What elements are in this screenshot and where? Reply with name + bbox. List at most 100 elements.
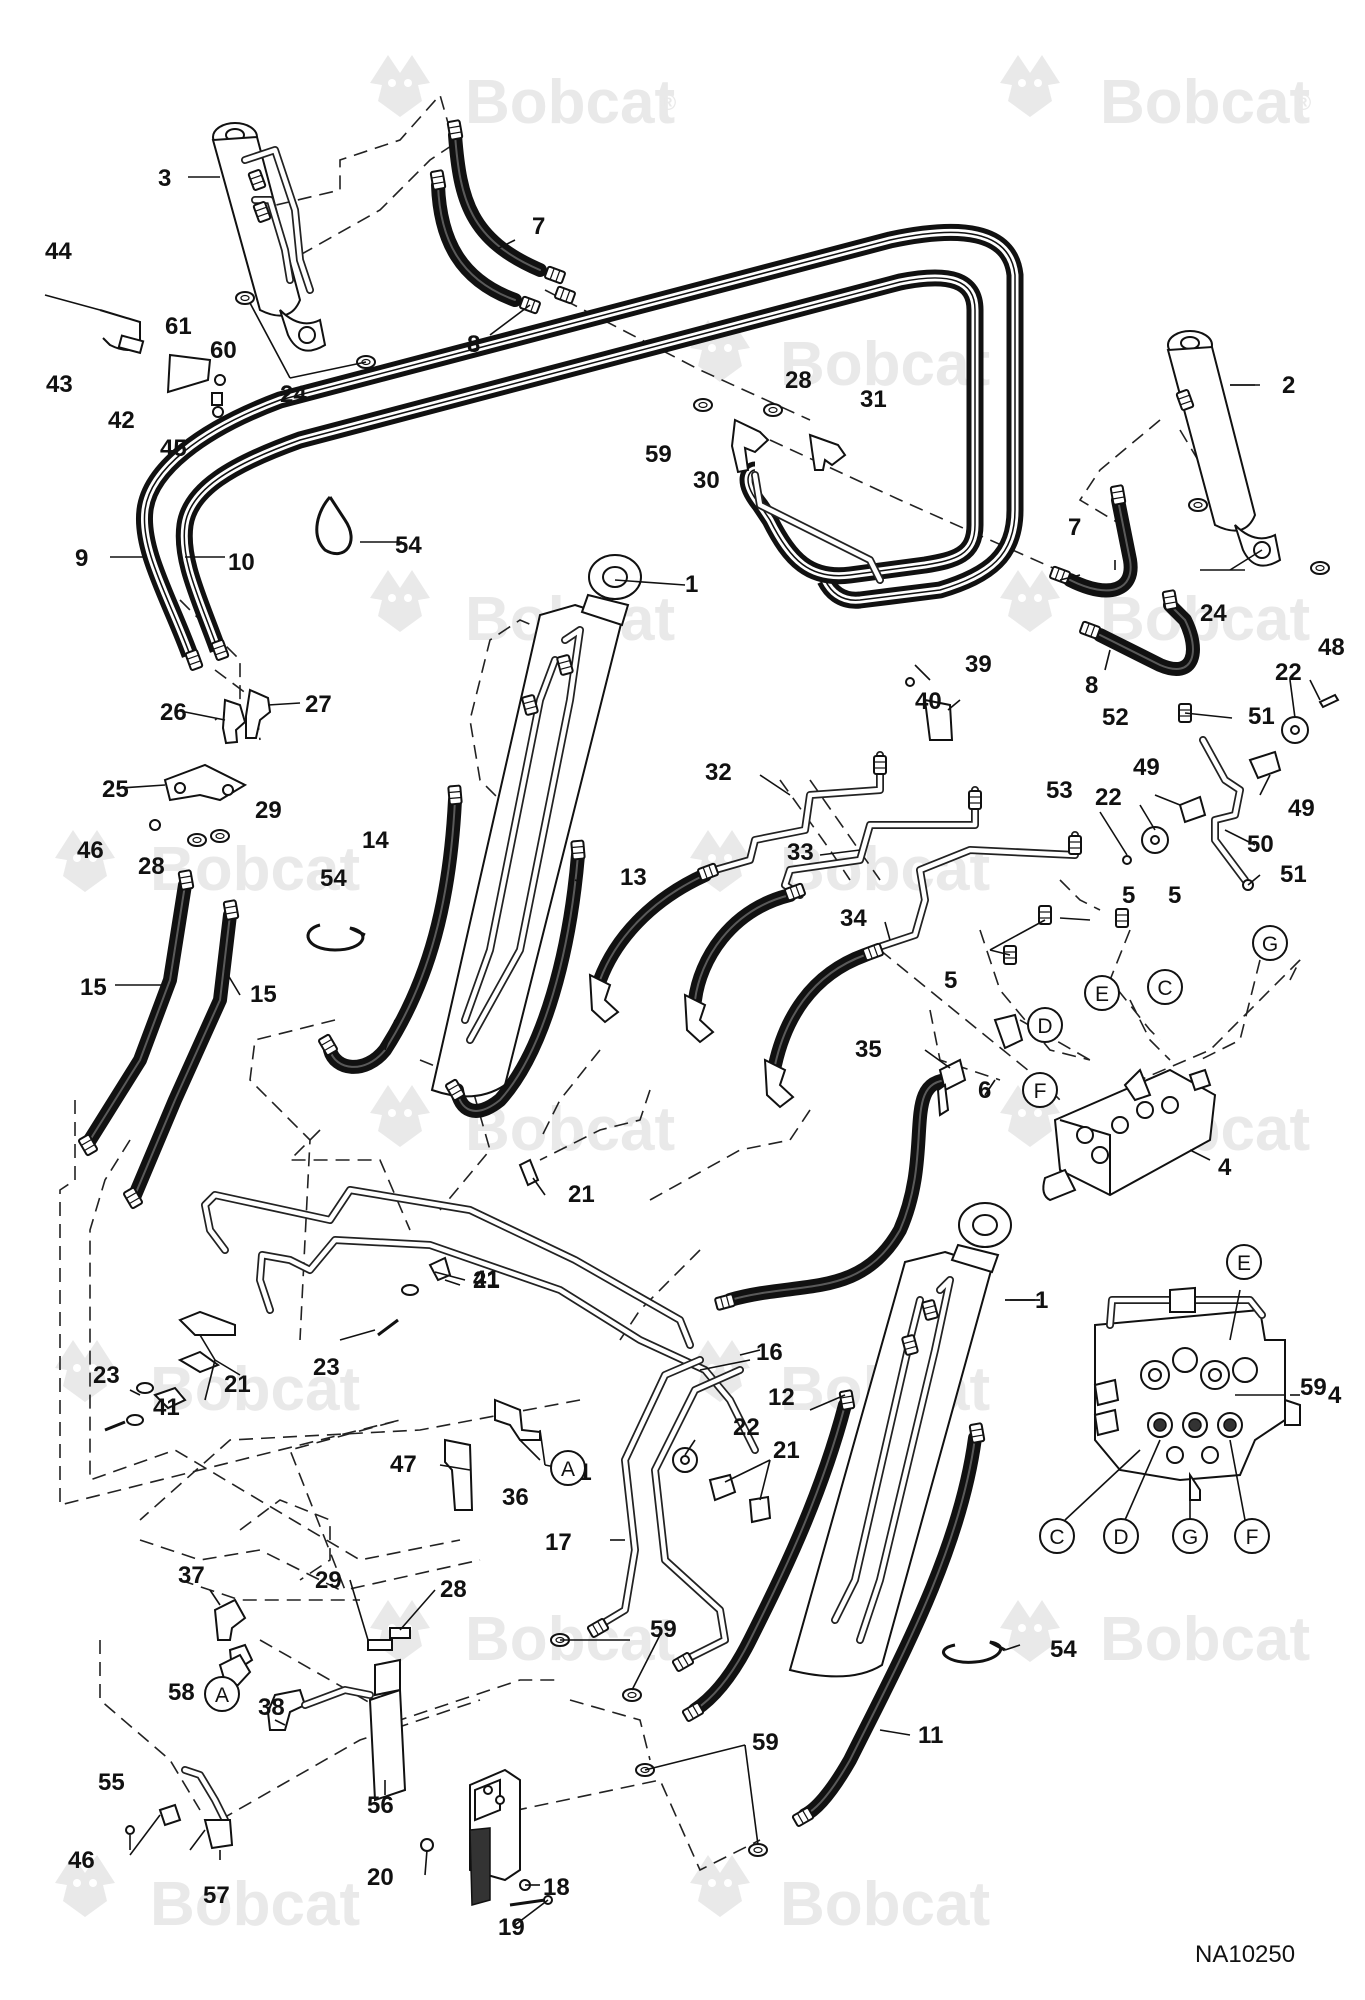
callout: 45 (160, 435, 187, 462)
callout: 33 (787, 839, 814, 866)
callout: 59 (1300, 1374, 1327, 1401)
callout: 49 (1133, 754, 1160, 781)
circle-label: G (1182, 1526, 1198, 1549)
callout: 8 (1085, 672, 1098, 699)
callout: 21 (773, 1437, 800, 1464)
control-valve-4-detail (1064, 1286, 1301, 1521)
watermark-text: Bobcat (150, 1870, 360, 1939)
hardware-bottom-left (125, 1598, 411, 1850)
hoses-13-14 (317, 784, 586, 1118)
callout: 15 (250, 981, 277, 1008)
callout: 13 (620, 864, 647, 891)
callout: 26 (160, 699, 187, 726)
hose-loop-9-10 (135, 223, 1024, 672)
callout: 27 (305, 691, 332, 718)
callout: 34 (840, 905, 867, 932)
callout: 59 (752, 1729, 779, 1756)
callout-leaders (110, 176, 1321, 1926)
fittings-left-mid (149, 688, 272, 847)
bracket-bottom-center (420, 1768, 553, 1907)
hoses-11-12 (681, 1389, 986, 1828)
hoses-7-8-top (429, 119, 577, 315)
callout: 44 (45, 238, 72, 265)
circle-label: D (1037, 1015, 1052, 1038)
callout: 29 (315, 1567, 342, 1594)
callout: 32 (705, 759, 732, 786)
callout: 25 (102, 776, 129, 803)
callout: 22 (1095, 784, 1122, 811)
callout: 35 (855, 1036, 882, 1063)
cable-ties (306, 495, 1006, 1664)
watermark-text: Bobcat (1100, 68, 1310, 137)
callout: 46 (68, 1847, 95, 1874)
tilt-cylinder-1-upper (430, 554, 642, 1098)
hoses-7-8-right (1048, 484, 1200, 676)
callout: 55 (98, 1769, 125, 1796)
fittings-top-center (693, 398, 884, 584)
callout: 52 (1102, 704, 1129, 731)
callout: 54 (395, 532, 422, 559)
callout: 46 (77, 837, 104, 864)
fittings-center-lower (444, 1398, 772, 1857)
callout: 59 (650, 1616, 677, 1643)
callout: 54 (1050, 1636, 1077, 1663)
callout: 21 (224, 1371, 251, 1398)
callout: 28 (785, 367, 812, 394)
callout: 24 (1200, 600, 1227, 627)
callout: 3 (158, 165, 171, 192)
callout: 21 (568, 1181, 595, 1208)
watermark-mark: ® (1295, 90, 1311, 115)
watermark-text: Bobcat (780, 330, 990, 399)
callout: 22 (733, 1414, 760, 1441)
tubes-32-33-34 (588, 751, 1082, 1109)
circle-label: F (1034, 1080, 1047, 1103)
callout: 36 (502, 1484, 529, 1511)
callout: 42 (108, 407, 135, 434)
callout: 21 (473, 1267, 500, 1294)
callout: 8 (467, 331, 480, 358)
circle-label: C (1049, 1526, 1064, 1549)
callout: 23 (313, 1354, 340, 1381)
callout: 51 (1248, 703, 1275, 730)
callout: 7 (532, 213, 545, 240)
callout: 11 (918, 1722, 943, 1749)
watermark-text: Bobcat (1100, 1605, 1310, 1674)
watermark-text: Bobcat (150, 1355, 360, 1424)
callout: 39 (965, 651, 992, 678)
callout: 24 (280, 381, 307, 408)
callout: 58 (168, 1679, 195, 1706)
hose-35 (713, 1013, 1024, 1312)
callout: 7 (1068, 514, 1081, 541)
callout: 61 (165, 313, 192, 340)
callout: 18 (543, 1874, 570, 1901)
callout: 41 (473, 1266, 500, 1293)
callout: 9 (75, 545, 88, 572)
callout: 29 (255, 797, 282, 824)
tubes-16-17 (586, 1356, 744, 1673)
watermark-mark: ® (660, 90, 676, 115)
tilt-cylinder-1-lower (788, 1202, 1012, 1678)
watermark-text: Bobcat (1100, 585, 1310, 654)
circle-label: E (1095, 983, 1109, 1006)
circle-label: F (1246, 1526, 1259, 1549)
callout: 60 (210, 337, 237, 364)
callout: 37 (178, 1562, 205, 1589)
control-valve-4-upper (1042, 1068, 1217, 1202)
callout: 14 (362, 827, 389, 854)
callout: 15 (80, 974, 107, 1001)
circle-label: E (1237, 1252, 1251, 1275)
callout: 6 (978, 1077, 991, 1104)
hardware-top-left (44, 294, 226, 418)
circle-label: D (1113, 1526, 1128, 1549)
callout: 16 (756, 1339, 783, 1366)
callout: 43 (46, 371, 73, 398)
circle-label: G (1262, 933, 1278, 956)
callout: 4 (1328, 1382, 1342, 1409)
callout: 38 (258, 1694, 285, 1721)
lift-cylinder-2 (1166, 330, 1330, 575)
callout: 53 (1046, 777, 1073, 804)
callout: 51 (1280, 861, 1307, 888)
callout: 20 (367, 1864, 394, 1891)
hoses-15 (77, 869, 240, 1210)
